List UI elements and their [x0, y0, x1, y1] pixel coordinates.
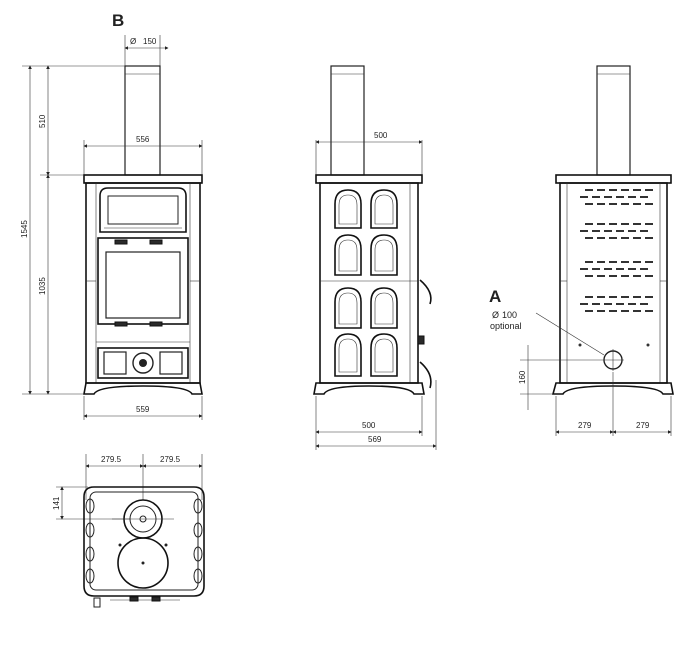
label-a: A: [489, 287, 501, 306]
oven-window: [107, 195, 179, 225]
plan-screw-1: [118, 543, 122, 547]
plan-hotplate-center: [141, 561, 145, 565]
flue-diameter-value: 150: [143, 37, 157, 46]
front-view: B Ø 150 556: [20, 11, 203, 420]
plan-outline: [83, 486, 205, 597]
air-control-knob-center: [139, 359, 147, 367]
side-base: [313, 382, 425, 395]
back-view: A Ø 100 optional 160 279 279: [489, 65, 674, 436]
side-fire-door-handle: [419, 279, 432, 305]
back-screw-left: [578, 343, 582, 347]
plan-offset-value: 141: [52, 496, 61, 510]
flue-diameter-symbol: Ø: [130, 37, 136, 46]
back-flue-pipe: [596, 65, 631, 176]
ash-drawer-panel-left: [103, 351, 127, 375]
back-half-left-value: 279: [578, 421, 592, 430]
body-height-value: 1035: [38, 277, 47, 295]
fire-door-hinge-right: [149, 239, 163, 245]
air-inlet-leader: [535, 312, 605, 356]
fire-door-latch-right: [149, 321, 163, 327]
plan-hotplate: [117, 537, 169, 589]
air-inlet-diam-value: 100: [502, 310, 517, 320]
side-flue-pipe: [330, 65, 365, 176]
air-inlet-diam-symbol: Ø: [492, 310, 499, 320]
side-tile-grid: [334, 189, 398, 377]
back-screw-right: [646, 343, 650, 347]
air-inlet-optional: optional: [490, 321, 522, 331]
fire-door-glass: [105, 251, 181, 319]
front-top-plate: [83, 174, 203, 184]
back-top-plate: [555, 174, 672, 184]
plan-front-detail-1: [129, 596, 139, 602]
total-height-value: 1545: [20, 220, 29, 238]
back-half-right-value: 279: [636, 421, 650, 430]
back-vent-slots: [580, 189, 653, 312]
oven-door: [99, 187, 187, 233]
side-base-width-value: 500: [362, 421, 376, 430]
side-top-plate: [315, 174, 423, 184]
plan-half-right-value: 279.5: [160, 455, 181, 464]
air-control-knob: [132, 352, 154, 374]
plan-screw-2: [164, 543, 168, 547]
side-view: 500: [313, 65, 437, 450]
side-depth-value: 569: [368, 435, 382, 444]
side-air-knob: [417, 335, 425, 345]
base-width-value: 559: [136, 405, 150, 414]
ash-drawer: [97, 347, 189, 379]
top-width-value: 556: [136, 135, 150, 144]
flue-pipe: [124, 65, 161, 176]
plan-handle: [93, 597, 101, 608]
back-body: [559, 182, 668, 384]
inlet-height-value: 160: [518, 370, 527, 384]
front-base: [83, 382, 203, 395]
plan-top-plate: [89, 491, 199, 591]
flue-height-value: 510: [38, 114, 47, 128]
fire-door-hinge-left: [114, 239, 128, 245]
side-ash-drawer-handle: [419, 361, 432, 389]
plan-view: 279.5 279.5 141: [52, 454, 205, 608]
fire-door: [97, 237, 189, 325]
plan-side-tiles: [85, 498, 203, 584]
ash-drawer-panel-right: [159, 351, 183, 375]
fire-door-latch-left: [114, 321, 128, 327]
side-top-width-value: 500: [374, 131, 388, 140]
plan-front-detail-2: [151, 596, 161, 602]
plan-half-left-value: 279.5: [101, 455, 122, 464]
label-b: B: [112, 11, 124, 30]
